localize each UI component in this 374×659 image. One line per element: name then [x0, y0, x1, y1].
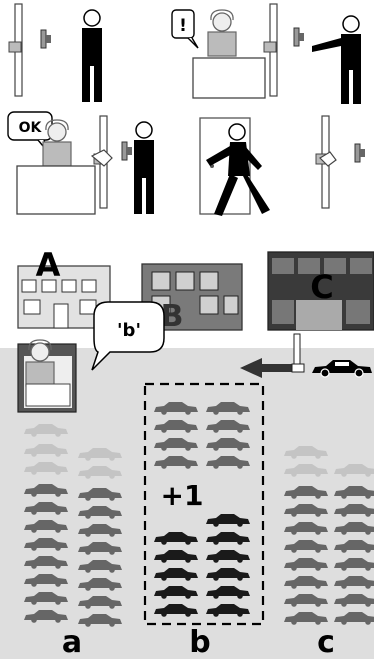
scene-reception-ok: OK [8, 112, 154, 214]
increment-label: +1 [161, 479, 204, 512]
ok-text: OK [19, 120, 43, 136]
reception-desk [17, 166, 95, 214]
request-text: 'b' [117, 320, 141, 341]
scene-reception-alert: ! [172, 4, 361, 104]
alert-text: ! [179, 16, 187, 36]
keycard-reader-icon [41, 30, 51, 48]
scene-door-closed [316, 116, 365, 208]
reception-desk [193, 58, 265, 98]
receptionist-icon [208, 10, 236, 56]
zone-b-label: b [189, 625, 210, 659]
zone-a-label: a [62, 625, 82, 659]
person-icon [312, 16, 361, 104]
person-icon [134, 122, 154, 214]
door-icon [264, 4, 277, 96]
person-icon [82, 10, 102, 102]
scene-walking-through [200, 118, 270, 216]
building-a-label: A [36, 246, 61, 284]
zone-c-label: c [317, 625, 335, 659]
scene-approach-door [9, 4, 102, 102]
building-c-label: C [310, 268, 333, 306]
keycard-reader-icon [294, 28, 304, 46]
door-icon [9, 4, 22, 96]
keycard-reader-icon [122, 142, 132, 160]
keycard-reader-icon [355, 144, 365, 162]
barrier-icon [294, 334, 300, 368]
building-c: C [268, 252, 374, 330]
